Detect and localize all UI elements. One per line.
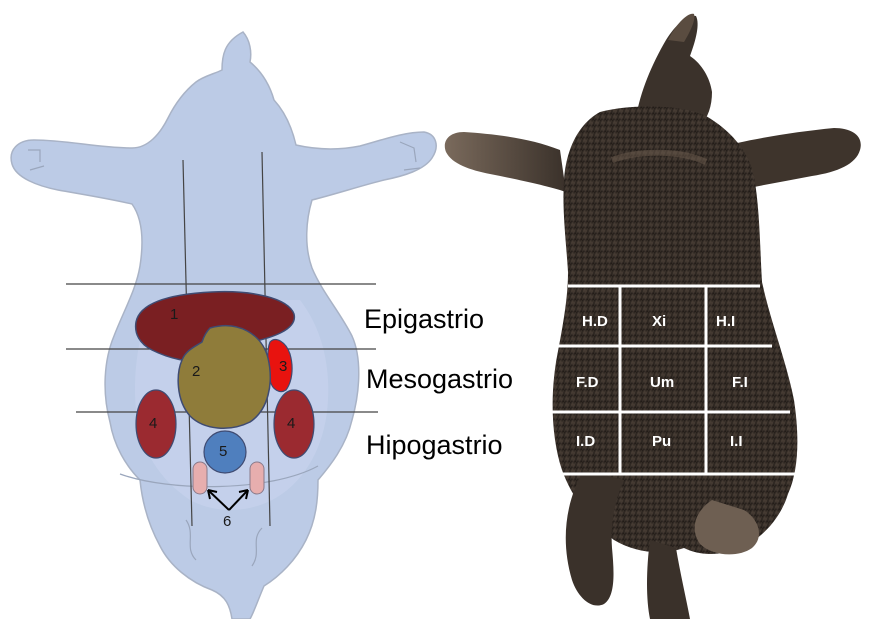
region-labels: Epigastrio Mesogastrio Hipogastrio (364, 304, 513, 460)
organ-4-right-kidney: 4 (274, 390, 314, 458)
organ-5-bladder: 5 (204, 431, 246, 473)
organ-5-label: 5 (219, 443, 227, 460)
grid-cell-hd: H.D (582, 313, 608, 330)
organ-4-left-label: 4 (149, 415, 157, 432)
grid-cell-fi: F.I (732, 374, 748, 391)
left-front-limb (445, 132, 566, 192)
label-hipogastrio: Hipogastrio (366, 430, 503, 460)
grid-cell-ii: I.I (730, 433, 743, 450)
organ-2-label: 2 (192, 363, 200, 380)
grid-cell-pu: Pu (652, 433, 671, 450)
organ-4-left-kidney: 4 (136, 390, 176, 458)
grid-cell-id: I.D (576, 433, 595, 450)
grid-cell-hi: H.I (716, 313, 735, 330)
organ-6-label: 6 (223, 513, 231, 530)
organ-1-label: 1 (170, 306, 178, 323)
grid-cell-xi: Xi (652, 313, 666, 330)
animal-tail (647, 540, 690, 619)
organ-4-right-label: 4 (287, 415, 295, 432)
label-mesogastrio: Mesogastrio (366, 364, 513, 394)
label-epigastrio: Epigastrio (364, 304, 484, 334)
grid-cell-um: Um (650, 374, 674, 391)
organ-3-label: 3 (279, 358, 287, 375)
grid-cell-fd: F.D (576, 374, 599, 391)
